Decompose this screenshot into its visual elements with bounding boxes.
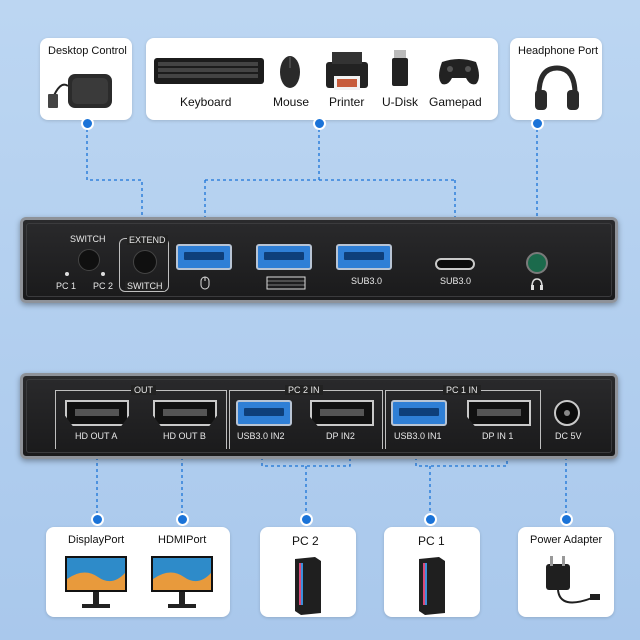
monitor-icon [151,556,213,608]
sub30-label-a: SUB3.0 [351,276,383,286]
u-disk-label: U-Disk [382,95,418,109]
usb-port-keyboard[interactable] [256,244,312,270]
usb-in2-port[interactable] [236,400,292,426]
power-adapter-card: Power Adapter [518,527,614,617]
power-adapter-icon [546,556,600,604]
connector-dot [176,513,189,526]
rear-panel: OUT PC 2 IN PC 1 IN HD OUT A HD OUT B US… [20,373,618,459]
connector-dot [91,513,104,526]
usb-port-sub30[interactable] [336,244,392,270]
gamepad-label: Gamepad [429,95,482,109]
usb-c-port[interactable] [435,258,475,270]
usb-in1-port[interactable] [391,400,447,426]
dp-in1-port[interactable] [467,400,531,426]
pc1-card: PC 1 [384,527,480,617]
pc-tower-icon [295,557,321,615]
hd-out-a-label: HD OUT A [75,431,118,441]
monitor-icon [65,556,127,608]
hdmiport-label: HDMIPort [158,534,207,546]
pc2-label: PC 2 [292,534,319,548]
desktop-control-icon [48,74,112,108]
hdmi-out-b-port[interactable] [153,400,217,426]
keyboard-label: Keyboard [180,95,232,109]
connector-dot [531,117,544,130]
gamepad-icon [439,59,479,85]
headphone-icon [535,65,579,110]
switch-label: SWITCH [70,234,106,244]
connector-dot [300,513,313,526]
pc1-led [65,272,69,276]
printer-icon [326,52,368,90]
peripherals-card: Keyboard Mouse Printer U-Disk Gamepad [146,38,498,120]
extend-switch-label: SWITCH [125,281,165,291]
pc-tower-icon [419,557,445,615]
sub30-label-b: SUB3.0 [440,276,472,286]
mouse-label: Mouse [273,95,310,109]
headphone-jack[interactable] [526,252,548,274]
extend-switch-button[interactable] [133,250,157,274]
desktop-control-card: Desktop Control [40,38,132,120]
pc2-card: PC 2 [260,527,356,617]
displayport-label: DisplayPort [68,534,125,546]
pc2-label: PC 2 [93,281,114,291]
dp-in2-port[interactable] [310,400,374,426]
hd-out-b-label: HD OUT B [163,431,206,441]
pc-switch-button[interactable] [78,249,100,271]
hdmi-out-a-port[interactable] [65,400,129,426]
headphone-port-label: Headphone Port [518,45,599,57]
dc-power-jack[interactable] [554,400,580,426]
pc1-label: PC 1 [56,281,77,291]
dp-in2-label: DP IN2 [326,431,355,441]
mouse-symbol-icon [200,276,210,290]
headphone-symbol-icon [531,278,543,290]
connector-dot [560,513,573,526]
power-adapter-label: Power Adapter [530,534,603,546]
out-label: OUT [131,385,156,395]
pc1-label: PC 1 [418,534,445,548]
keyboard-symbol-icon [266,276,306,290]
extend-label: EXTEND [127,235,168,245]
usb-in2-label: USB3.0 IN2 [237,431,285,441]
usb-port-mouse[interactable] [176,244,232,270]
connector-dot [81,117,94,130]
usb-in1-label: USB3.0 IN1 [394,431,442,441]
connector-dot [313,117,326,130]
dp-in1-label: DP IN 1 [482,431,514,441]
desktop-control-label: Desktop Control [48,45,127,57]
monitors-card: DisplayPort HDMIPort [46,527,230,617]
printer-label: Printer [329,95,365,109]
connector-dot [424,513,437,526]
dc-5v-label: DC 5V [555,431,582,441]
mouse-icon [280,56,300,88]
front-panel: SWITCH PC 1 PC 2 EXTEND SWITCH SUB3.0 SU… [20,217,618,303]
pc2-led [101,272,105,276]
usb-disk-icon [392,50,408,86]
headphone-port-card: Headphone Port [510,38,602,120]
pc2-in-label: PC 2 IN [285,385,323,395]
keyboard-icon [154,58,264,84]
pc1-in-label: PC 1 IN [443,385,481,395]
